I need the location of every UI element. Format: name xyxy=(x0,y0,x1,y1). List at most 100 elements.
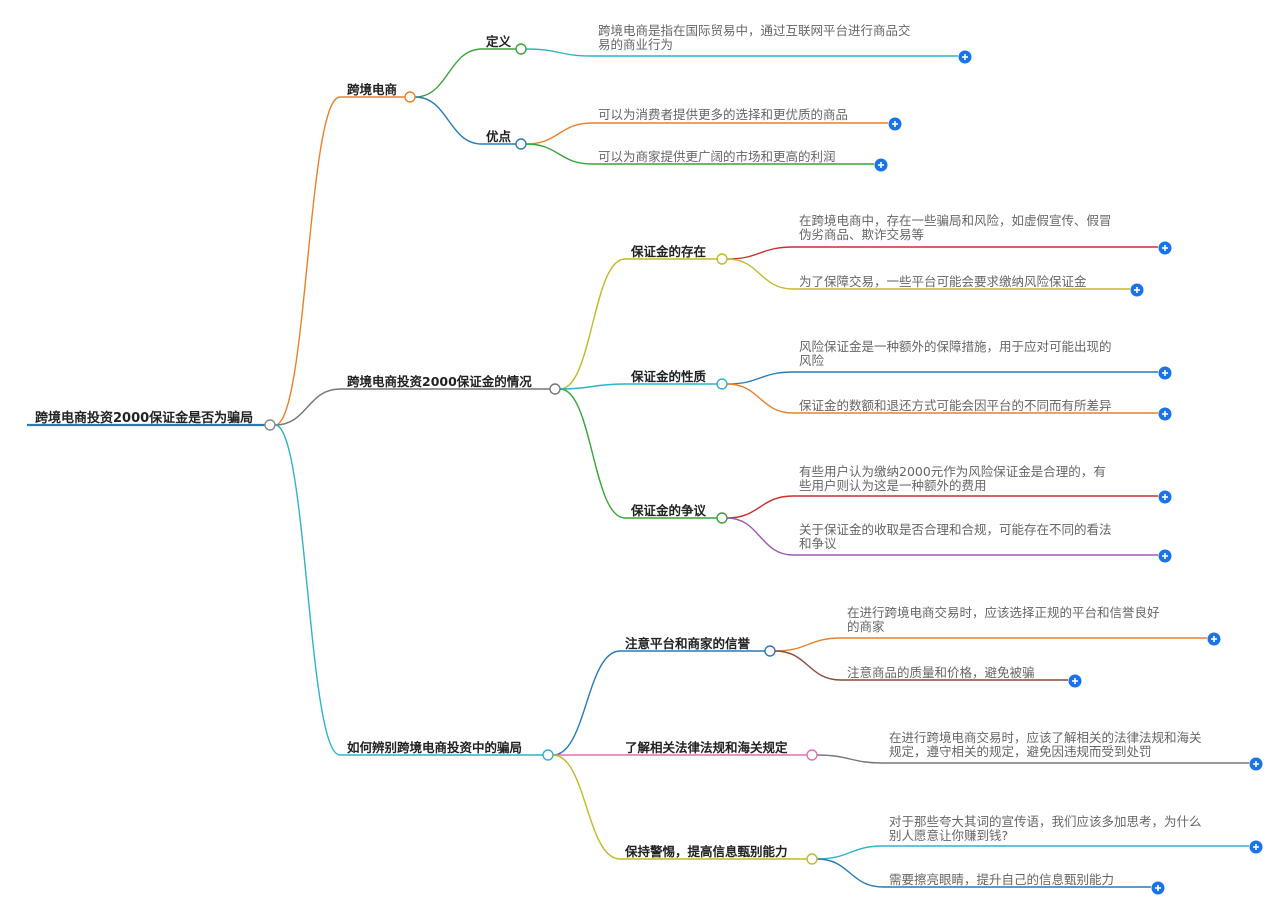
expand-leaf-button[interactable] xyxy=(958,50,972,64)
edge-subtopic-to-leaf xyxy=(726,246,794,260)
edge-root-to-branch xyxy=(274,388,341,426)
subtopic-collapse-toggle[interactable] xyxy=(515,43,527,55)
edge-subtopic-to-leaf xyxy=(726,258,794,290)
edge-subtopic-to-leaf xyxy=(726,383,794,414)
edge-root-to-branch xyxy=(274,96,341,426)
edge-branch-to-subtopic xyxy=(559,258,626,390)
edge-subtopic-to-leaf xyxy=(726,517,794,556)
root-collapse-toggle[interactable] xyxy=(264,419,276,431)
edge-subtopic-to-leaf xyxy=(774,650,842,681)
expand-leaf-button[interactable] xyxy=(1068,674,1082,688)
leaf-text-line: 保证金的数额和退还方式可能会因平台的不同而有所差异 xyxy=(799,398,1112,413)
leaf-topic: 关于保证金的收取是否合理和合规，可能存在不同的看法和争议 xyxy=(799,523,1112,551)
leaf-text-line: 为了保障交易，一些平台可能会要求缴纳风险保证金 xyxy=(799,274,1087,289)
leaf-text-line: 易的商业行为 xyxy=(598,37,674,52)
expand-leaf-button[interactable] xyxy=(1207,632,1221,646)
leaf-text-line: 规定，遵守相关的规定，避免因违规而受到处罚 xyxy=(889,744,1152,759)
leaf-topic: 跨境电商是指在国际贸易中，通过互联网平台进行商品交易的商业行为 xyxy=(598,24,911,52)
subtopic: 注意平台和商家的信誉 xyxy=(625,636,751,651)
subtopic: 保持警惕，提高信息甄别能力 xyxy=(625,844,788,859)
edge-subtopic-to-leaf xyxy=(525,122,593,145)
leaf-topic: 注意商品的质量和价格，避免被骗 xyxy=(847,666,1035,680)
leaf-text-line: 对于那些夸大其词的宣传语，我们应该多加思考，为什么 xyxy=(889,814,1202,829)
leaf-text-line: 风险保证金是一种额外的保障措施，用于应对可能出现的 xyxy=(799,339,1112,354)
edge-subtopic-to-leaf xyxy=(726,495,794,519)
leaf-topic: 可以为消费者提供更多的选择和更优质的商品 xyxy=(598,108,848,122)
leaf-text-line: 可以为消费者提供更多的选择和更优质的商品 xyxy=(598,107,849,122)
mindmap-expand-buttons xyxy=(874,50,1263,895)
expand-leaf-button[interactable] xyxy=(1158,407,1172,421)
branch-topic: 如何辨别跨境电商投资中的骗局 xyxy=(347,740,523,755)
edge-branch-to-subtopic xyxy=(414,48,483,98)
leaf-text-line: 伪劣商品、欺诈交易等 xyxy=(799,227,925,242)
leaf-text-line: 些用户则认为这是一种额外的费用 xyxy=(799,478,987,493)
leaf-text-line: 可以为商家提供更广阔的市场和更高的利润 xyxy=(598,149,836,164)
leaf-text-line: 跨境电商是指在国际贸易中，通过互联网平台进行商品交 xyxy=(598,23,911,38)
subtopic-collapse-toggle[interactable] xyxy=(716,512,728,524)
edge-subtopic-to-leaf xyxy=(816,754,884,764)
leaf-topic: 为了保障交易，一些平台可能会要求缴纳风险保证金 xyxy=(799,275,1087,289)
subtopic-collapse-toggle[interactable] xyxy=(764,645,776,657)
leaf-text-line: 注意商品的质量和价格，避免被骗 xyxy=(847,665,1035,680)
mindmap-underlines xyxy=(27,48,1249,888)
edge-branch-to-subtopic xyxy=(559,383,626,390)
subtopic-collapse-toggle[interactable] xyxy=(515,138,527,150)
subtopic: 保证金的争议 xyxy=(631,503,707,518)
edge-subtopic-to-leaf xyxy=(816,845,884,860)
leaf-text-line: 别人愿意让你赚到钱? xyxy=(889,828,1009,843)
edge-root-to-branch xyxy=(274,424,341,756)
expand-leaf-button[interactable] xyxy=(1158,366,1172,380)
expand-leaf-button[interactable] xyxy=(1158,549,1172,563)
leaf-text-line: 有些用户认为缴纳2000元作为风险保证金是合理的，有 xyxy=(799,464,1106,479)
subtopic-collapse-toggle[interactable] xyxy=(716,378,728,390)
leaf-topic: 需要擦亮眼睛，提升自己的信息甄别能力 xyxy=(889,873,1114,887)
subtopic: 保证金的存在 xyxy=(631,244,707,259)
subtopic-collapse-toggle[interactable] xyxy=(716,253,728,265)
edge-branch-to-subtopic xyxy=(414,96,483,145)
edge-branch-to-subtopic xyxy=(552,650,621,756)
root-topic: 跨境电商投资2000保证金是否为骗局 xyxy=(35,411,254,426)
subtopic-collapse-toggle[interactable] xyxy=(806,749,818,761)
edge-subtopic-to-leaf xyxy=(726,371,794,385)
subtopic: 了解相关法律法规和海关规定 xyxy=(625,740,788,755)
leaf-text-line: 和争议 xyxy=(799,536,837,551)
expand-leaf-button[interactable] xyxy=(888,117,902,131)
leaf-topic: 在进行跨境电商交易时，应该了解相关的法律法规和海关规定，遵守相关的规定，避免因违… xyxy=(889,731,1202,759)
subtopic: 定义 xyxy=(486,34,512,49)
expand-leaf-button[interactable] xyxy=(1249,757,1263,771)
leaf-text-line: 的商家 xyxy=(847,619,885,634)
mindmap-node-circles xyxy=(264,43,818,865)
leaf-text-line: 需要擦亮眼睛，提升自己的信息甄别能力 xyxy=(889,872,1115,887)
mindmap-edges xyxy=(274,48,884,888)
subtopic-collapse-toggle[interactable] xyxy=(806,853,818,865)
leaf-topic: 风险保证金是一种额外的保障措施，用于应对可能出现的风险 xyxy=(799,340,1112,368)
branch-topic: 跨境电商投资2000保证金的情况 xyxy=(347,374,532,389)
leaf-topic: 对于那些夸大其词的宣传语，我们应该多加思考，为什么别人愿意让你赚到钱? xyxy=(889,815,1202,843)
leaf-topic: 保证金的数额和退还方式可能会因平台的不同而有所差异 xyxy=(799,399,1112,413)
expand-leaf-button[interactable] xyxy=(1158,241,1172,255)
edge-subtopic-to-leaf xyxy=(774,637,842,652)
leaf-text-line: 关于保证金的收取是否合理和合规，可能存在不同的看法 xyxy=(799,522,1112,537)
leaf-text-line: 在进行跨境电商交易时，应该选择正规的平台和信誉良好 xyxy=(847,605,1160,620)
leaf-topic: 可以为商家提供更广阔的市场和更高的利润 xyxy=(598,150,836,164)
branch-collapse-toggle[interactable] xyxy=(404,91,416,103)
leaf-topic: 在进行跨境电商交易时，应该选择正规的平台和信誉良好的商家 xyxy=(847,606,1160,634)
edge-branch-to-subtopic xyxy=(559,388,626,519)
expand-leaf-button[interactable] xyxy=(1130,283,1144,297)
branch-collapse-toggle[interactable] xyxy=(549,383,561,395)
expand-leaf-button[interactable] xyxy=(874,158,888,172)
edge-subtopic-to-leaf xyxy=(525,143,593,165)
expand-leaf-button[interactable] xyxy=(1158,490,1172,504)
edge-subtopic-to-leaf xyxy=(816,858,884,888)
leaf-text-line: 在跨境电商中，存在一些骗局和风险，如虚假宣传、假冒 xyxy=(799,213,1112,228)
subtopic: 保证金的性质 xyxy=(631,369,707,384)
branch-collapse-toggle[interactable] xyxy=(542,749,554,761)
leaf-text-line: 风险 xyxy=(799,353,825,368)
subtopic: 优点 xyxy=(486,129,512,144)
expand-leaf-button[interactable] xyxy=(1249,840,1263,854)
edge-subtopic-to-leaf xyxy=(525,48,593,57)
expand-leaf-button[interactable] xyxy=(1151,881,1165,895)
branch-topic: 跨境电商 xyxy=(347,82,398,97)
leaf-text-line: 在进行跨境电商交易时，应该了解相关的法律法规和海关 xyxy=(889,730,1202,745)
